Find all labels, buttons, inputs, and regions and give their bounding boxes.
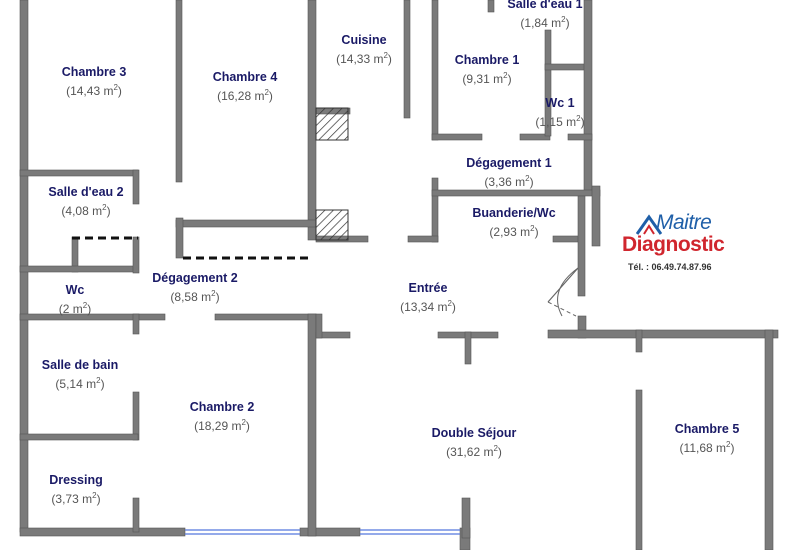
- room-chambre-2: Chambre 2 (18,29 m2): [189, 400, 255, 433]
- room-wc-1: Wc 1 (1,15 m2): [535, 96, 585, 129]
- room-wc: Wc (2 m2): [58, 283, 92, 316]
- door-swing: [547, 267, 579, 317]
- room-chambre-3: Chambre 3 (14,43 m2): [61, 65, 127, 98]
- room-salle-de-bain: Salle de bain (5,14 m2): [41, 358, 119, 391]
- room-entree: Entrée (13,34 m2): [400, 281, 456, 314]
- logo-text-diagnostic: Diagnostic: [622, 233, 725, 256]
- logo-phone: Tél. : 06.49.74.87.96: [628, 262, 712, 272]
- windows: [185, 529, 460, 535]
- room-salle-deau-2: Salle d'eau 2 (4,08 m2): [48, 185, 124, 218]
- chimney-hatch: [315, 107, 349, 141]
- room-chambre-5: Chambre 5 (11,68 m2): [674, 422, 740, 455]
- room-degagement-1: Dégagement 1 (3,36 m2): [466, 156, 552, 189]
- room-double-sejour: Double Séjour (31,62 m2): [431, 426, 517, 459]
- room-dressing: Dressing (3,73 m2): [49, 473, 103, 506]
- room-chambre-1: Chambre 1 (9,31 m2): [454, 53, 520, 86]
- room-cuisine: Cuisine (14,33 m2): [336, 33, 392, 66]
- room-salle-deau-1: Salle d'eau 1 (1,84 m2): [507, 0, 583, 30]
- room-degagement-2: Dégagement 2 (8,58 m2): [152, 271, 238, 304]
- room-chambre-4: Chambre 4 (16,28 m2): [212, 70, 278, 103]
- chimney-hatch: [315, 209, 349, 241]
- logo-text-maitre: Maitre: [656, 211, 712, 234]
- room-buanderie-wc: Buanderie/Wc (2,93 m2): [472, 206, 556, 239]
- company-logo: Maitre Diagnostic Tél. : 06.49.74.87.96: [622, 211, 732, 273]
- house-roof-icon: [636, 214, 662, 235]
- walls: [19, 0, 779, 550]
